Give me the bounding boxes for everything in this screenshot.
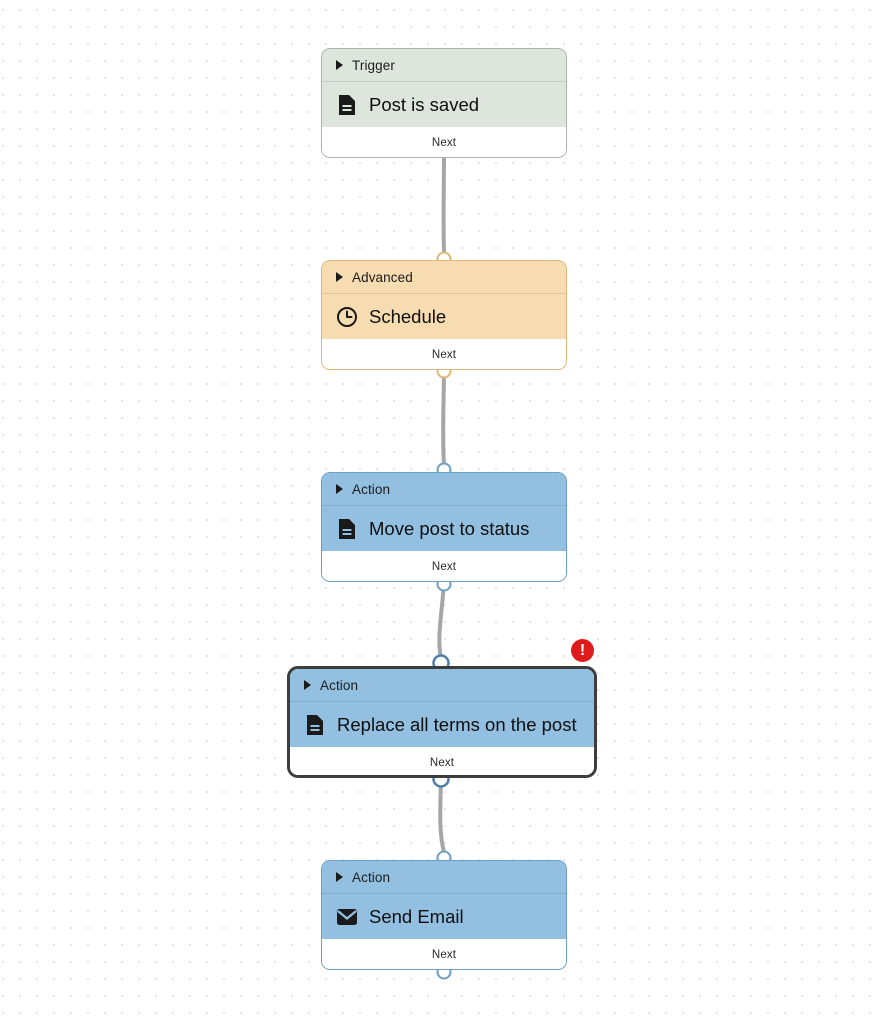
node-kind-label: Advanced	[352, 269, 413, 285]
node-kind-label: Action	[320, 677, 359, 693]
node-title: Schedule	[369, 305, 447, 327]
workflow-node-trigger-post-is-saved[interactable]: Trigger Post is saved Next	[321, 48, 567, 158]
node-body[interactable]: Move post to status	[322, 506, 566, 551]
node-header[interactable]: Advanced	[322, 261, 566, 294]
node-header[interactable]: Trigger	[322, 49, 566, 82]
workflow-node-action-move-post-to-status[interactable]: Action Move post to status Next	[321, 472, 567, 582]
node-next-footer[interactable]: Next	[322, 339, 566, 369]
workflow-node-action-send-email[interactable]: Action Send Email Next	[321, 860, 567, 970]
edge-move-to-replace	[437, 572, 446, 660]
node-kind-label: Action	[352, 481, 391, 497]
next-label: Next	[429, 756, 455, 769]
disclosure-triangle-icon[interactable]	[336, 272, 343, 282]
next-label: Next	[431, 560, 457, 573]
disclosure-triangle-icon[interactable]	[336, 484, 343, 494]
node-body[interactable]: Send Email	[322, 894, 566, 939]
node-header[interactable]: Action	[290, 669, 594, 702]
document-icon	[336, 94, 358, 116]
next-label: Next	[431, 948, 457, 961]
document-icon	[336, 518, 358, 540]
node-next-footer[interactable]: Next	[322, 939, 566, 969]
disclosure-triangle-icon[interactable]	[336, 60, 343, 70]
node-kind-label: Action	[352, 869, 391, 885]
node-body[interactable]: Replace all terms on the post	[290, 702, 594, 747]
node-next-footer[interactable]: Next	[322, 127, 566, 157]
document-icon	[304, 714, 326, 736]
node-body[interactable]: Schedule	[322, 294, 566, 339]
node-next-footer[interactable]: Next	[290, 747, 594, 775]
node-header[interactable]: Action	[322, 861, 566, 894]
node-title: Send Email	[369, 905, 464, 927]
node-header[interactable]: Action	[322, 473, 566, 506]
node-kind-label: Trigger	[352, 57, 395, 73]
error-badge-symbol: !	[579, 642, 586, 659]
workflow-node-action-replace-all-terms[interactable]: Action Replace all terms on the post Nex…	[287, 666, 597, 778]
clock-icon	[336, 306, 358, 328]
edge-replace-to-email	[438, 768, 446, 854]
node-title: Replace all terms on the post	[337, 713, 577, 735]
workflow-node-advanced-schedule[interactable]: Advanced Schedule Next	[321, 260, 567, 370]
disclosure-triangle-icon[interactable]	[304, 680, 311, 690]
envelope-icon	[336, 906, 358, 928]
node-next-footer[interactable]: Next	[322, 551, 566, 581]
edge-advanced-to-move	[441, 360, 446, 466]
next-label: Next	[431, 136, 457, 149]
disclosure-triangle-icon[interactable]	[336, 872, 343, 882]
node-body[interactable]: Post is saved	[322, 82, 566, 127]
next-label: Next	[431, 348, 457, 361]
node-title: Move post to status	[369, 517, 530, 539]
node-title: Post is saved	[369, 93, 480, 115]
error-badge-icon[interactable]: !	[571, 639, 594, 662]
